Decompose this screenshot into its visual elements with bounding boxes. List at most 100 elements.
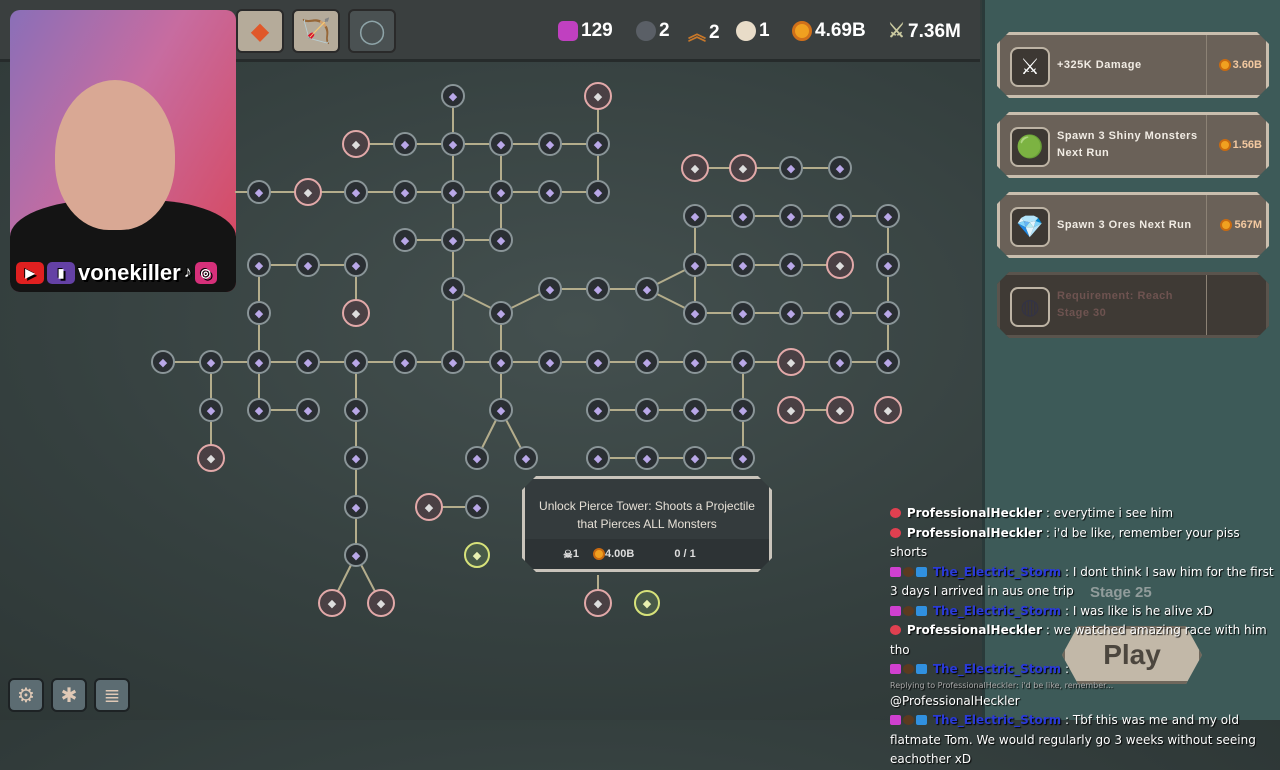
- skill-node[interactable]: ◆: [441, 84, 465, 108]
- skill-node[interactable]: ◆: [538, 277, 562, 301]
- chat-username[interactable]: ProfessionalHeckler: [906, 506, 1042, 520]
- skill-node[interactable]: ◆: [876, 350, 900, 374]
- bow-tab[interactable]: 🏹: [292, 9, 340, 53]
- skill-node[interactable]: ◆: [465, 495, 489, 519]
- skill-node[interactable]: ◆: [876, 301, 900, 325]
- skill-node[interactable]: ◆: [683, 446, 707, 470]
- settings-button[interactable]: ⚙: [8, 678, 44, 712]
- skill-node[interactable]: ◆: [538, 350, 562, 374]
- skill-node[interactable]: ◆: [586, 350, 610, 374]
- fire-gem-tab[interactable]: ◆: [236, 9, 284, 53]
- skill-node[interactable]: ◆: [367, 589, 395, 617]
- skill-node[interactable]: ◆: [538, 180, 562, 204]
- skill-node[interactable]: ◆: [828, 350, 852, 374]
- skill-node[interactable]: ◆: [731, 301, 755, 325]
- skill-node[interactable]: ◆: [586, 132, 610, 156]
- skill-node[interactable]: ◆: [779, 253, 803, 277]
- skill-node[interactable]: ◆: [247, 301, 271, 325]
- skill-node[interactable]: ◆: [828, 204, 852, 228]
- skill-node[interactable]: ◆: [344, 495, 368, 519]
- skill-node[interactable]: ◆: [489, 180, 513, 204]
- skill-node[interactable]: ◆: [586, 398, 610, 422]
- skill-node[interactable]: ◆: [779, 204, 803, 228]
- skill-node[interactable]: ◆: [441, 228, 465, 252]
- skill-node[interactable]: ◆: [247, 350, 271, 374]
- skill-node[interactable]: ◆: [393, 350, 417, 374]
- skill-node[interactable]: ◆: [538, 132, 562, 156]
- skill-node[interactable]: ◆: [344, 253, 368, 277]
- skill-node[interactable]: ◆: [876, 253, 900, 277]
- play-button[interactable]: Play: [1062, 626, 1202, 684]
- skill-node[interactable]: ◆: [489, 350, 513, 374]
- skill-node[interactable]: ◆: [247, 398, 271, 422]
- skill-node[interactable]: ◆: [635, 277, 659, 301]
- skill-node[interactable]: ◆: [344, 446, 368, 470]
- skill-node[interactable]: ◆: [344, 180, 368, 204]
- skill-node[interactable]: ◆: [199, 398, 223, 422]
- skill-node[interactable]: ◆: [584, 589, 612, 617]
- chat-username[interactable]: The_Electric_Storm: [932, 662, 1062, 676]
- skill-node[interactable]: ◆: [731, 446, 755, 470]
- chat-username[interactable]: ProfessionalHeckler: [906, 525, 1042, 540]
- skill-node[interactable]: ◆: [514, 446, 538, 470]
- skill-node[interactable]: ◆: [393, 180, 417, 204]
- skill-node[interactable]: ◆: [828, 156, 852, 180]
- skill-node[interactable]: ◆: [151, 350, 175, 374]
- skill-node[interactable]: ◆: [683, 398, 707, 422]
- skill-node[interactable]: ◆: [683, 301, 707, 325]
- skill-node[interactable]: ◆: [683, 350, 707, 374]
- skill-node[interactable]: ◆: [731, 398, 755, 422]
- skill-node[interactable]: ◆: [415, 493, 443, 521]
- skill-node[interactable]: ◆: [441, 132, 465, 156]
- skill-node[interactable]: ◆: [318, 589, 346, 617]
- skill-node[interactable]: ◆: [826, 251, 854, 279]
- skill-node[interactable]: ◆: [635, 350, 659, 374]
- skill-node[interactable]: ◆: [731, 253, 755, 277]
- locked-tab[interactable]: ◯: [348, 9, 396, 53]
- chat-username[interactable]: The_Electric_Storm: [932, 564, 1062, 579]
- skill-node[interactable]: ◆: [634, 590, 660, 616]
- skill-node[interactable]: ◆: [441, 350, 465, 374]
- skill-node[interactable]: ◆: [681, 154, 709, 182]
- clipboard-button[interactable]: ≣: [94, 678, 130, 712]
- chat-username[interactable]: The_Electric_Storm: [932, 713, 1062, 727]
- skill-node[interactable]: ◆: [779, 301, 803, 325]
- skill-node[interactable]: ◆: [247, 253, 271, 277]
- skill-node[interactable]: ◆: [586, 180, 610, 204]
- skill-node[interactable]: ◆: [393, 228, 417, 252]
- skill-node[interactable]: ◆: [828, 301, 852, 325]
- skill-node[interactable]: ◆: [731, 350, 755, 374]
- skill-node[interactable]: ◆: [199, 350, 223, 374]
- skill-node[interactable]: ◆: [683, 253, 707, 277]
- skill-node[interactable]: ◆: [344, 350, 368, 374]
- skill-node[interactable]: ◆: [247, 180, 271, 204]
- skill-node[interactable]: ◆: [489, 228, 513, 252]
- skill-node[interactable]: ◆: [731, 204, 755, 228]
- skill-node[interactable]: ◆: [777, 348, 805, 376]
- skill-node[interactable]: ◆: [441, 180, 465, 204]
- skill-node[interactable]: ◆: [294, 178, 322, 206]
- skill-node[interactable]: ◆: [779, 156, 803, 180]
- skill-node[interactable]: ◆: [342, 130, 370, 158]
- skill-node[interactable]: ◆: [393, 132, 417, 156]
- skill-node[interactable]: ◆: [296, 253, 320, 277]
- skill-node[interactable]: ◆: [826, 396, 854, 424]
- skill-node[interactable]: ◆: [876, 204, 900, 228]
- skill-node[interactable]: ◆: [874, 396, 902, 424]
- skill-node[interactable]: ◆: [777, 396, 805, 424]
- skill-node[interactable]: ◆: [344, 543, 368, 567]
- chat-username[interactable]: ProfessionalHeckler: [906, 623, 1042, 637]
- skill-node[interactable]: ◆: [296, 398, 320, 422]
- skill-node[interactable]: ◆: [635, 398, 659, 422]
- chat-username[interactable]: The_Electric_Storm: [932, 603, 1062, 618]
- skill-node[interactable]: ◆: [586, 277, 610, 301]
- skill-node[interactable]: ◆: [197, 444, 225, 472]
- skill-node[interactable]: ◆: [683, 204, 707, 228]
- skill-node[interactable]: ◆: [586, 446, 610, 470]
- skill-node[interactable]: ◆: [489, 301, 513, 325]
- skill-node[interactable]: ◆: [489, 398, 513, 422]
- asterisk-button[interactable]: ✱: [51, 678, 87, 712]
